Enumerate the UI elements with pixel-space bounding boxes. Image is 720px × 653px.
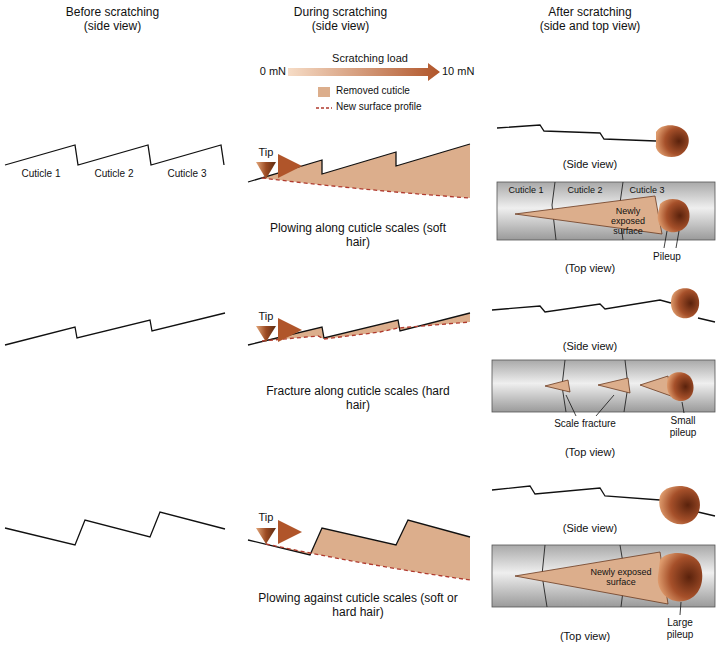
- mode-caption: Plowing against cuticle scales (soft or …: [258, 592, 458, 620]
- view-label: (Side view): [550, 340, 630, 353]
- cuticle-label: Cuticle 1: [19, 168, 63, 180]
- surface-profiles: [5, 145, 224, 165]
- cuticle-label: Cuticle 2: [92, 168, 136, 180]
- row2-after: [492, 288, 715, 416]
- pileup-label: Large pileup: [655, 617, 705, 640]
- cuticle-profile: [5, 512, 225, 545]
- pileup-label: Small pileup: [658, 415, 708, 438]
- row3-during: [248, 520, 470, 580]
- cuticle-label: Cuticle 3: [165, 168, 209, 180]
- view-label: (Top view): [545, 630, 625, 643]
- column-heading: During scratching (side view): [283, 6, 398, 34]
- view-label: (Side view): [550, 522, 630, 535]
- row1-after: [497, 125, 715, 248]
- tip-label: Tip: [251, 310, 281, 323]
- row3-after: [492, 486, 715, 615]
- mode-caption: Fracture along cuticle scales (hard hair…: [258, 385, 458, 413]
- legend-text: New surface profile: [336, 101, 422, 113]
- fracture-label: Scale fracture: [545, 418, 625, 430]
- surface-label: Newly exposed surface: [598, 206, 658, 236]
- view-label: (Side view): [550, 158, 630, 171]
- tip-label: Tip: [251, 146, 281, 159]
- row2-during: [248, 313, 470, 345]
- view-label: (Top view): [550, 446, 630, 459]
- legend-line-sample: [316, 102, 332, 114]
- cuticle-label: Cuticle 2: [562, 185, 608, 195]
- legend-swatch: [318, 87, 330, 97]
- cuticle-label: Cuticle 1: [503, 185, 549, 195]
- view-label: (Top view): [550, 262, 630, 275]
- legend-text: Removed cuticle: [336, 85, 410, 97]
- pileup-label: Pileup: [645, 251, 689, 263]
- column-heading: After scratching (side and top view): [534, 6, 646, 34]
- column-heading: Before scratching (side view): [55, 6, 170, 34]
- cuticle-profile: [5, 145, 224, 165]
- legend-line: [316, 107, 332, 108]
- row1-during: [248, 144, 470, 198]
- load-arrow: [288, 63, 440, 81]
- axis-title: Scratching load: [310, 52, 430, 65]
- tip-label: Tip: [251, 511, 281, 524]
- cuticle-label: Cuticle 3: [624, 185, 670, 195]
- surface-label: Newly exposed surface: [590, 567, 652, 587]
- axis-value: 10 mN: [442, 65, 486, 78]
- axis-value: 0 mN: [246, 65, 286, 78]
- cuticle-profile: [5, 313, 225, 345]
- mode-caption: Plowing along cuticle scales (soft hair): [258, 222, 458, 250]
